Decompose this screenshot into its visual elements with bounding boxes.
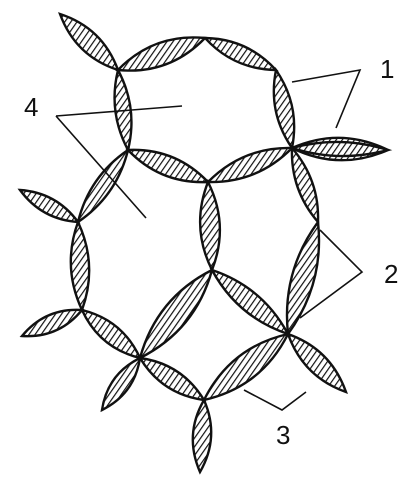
callout-label-3: 3 [276, 420, 290, 450]
leaf-shape [274, 70, 294, 148]
callout-label-1: 1 [380, 54, 394, 84]
callout-label-2: 2 [384, 259, 398, 289]
leaf-shape [200, 182, 220, 270]
leaf-shape [60, 14, 118, 70]
leaf-shape [118, 37, 205, 70]
leaf-shape [71, 222, 89, 310]
leaf-shape [102, 358, 140, 410]
leaf-shape [22, 310, 82, 336]
leaf-shape [205, 38, 276, 70]
leaf-shape [140, 358, 204, 400]
leaf-shape [193, 400, 211, 472]
leaf-shape [128, 150, 208, 182]
leaf-shape [140, 270, 212, 358]
leader-line-3 [244, 390, 306, 410]
leaf-shape [212, 270, 288, 334]
leaf-shape [288, 334, 346, 392]
leader-line-1 [292, 70, 360, 128]
leaf-shape [204, 334, 288, 400]
leaf-shape [208, 148, 292, 182]
callout-label-4: 4 [24, 92, 38, 122]
leaf-shape [20, 190, 78, 222]
leaf-shape [287, 222, 319, 334]
leaf-shape [78, 150, 128, 222]
leaf-shape [82, 310, 140, 358]
leaf-shape [292, 148, 318, 222]
